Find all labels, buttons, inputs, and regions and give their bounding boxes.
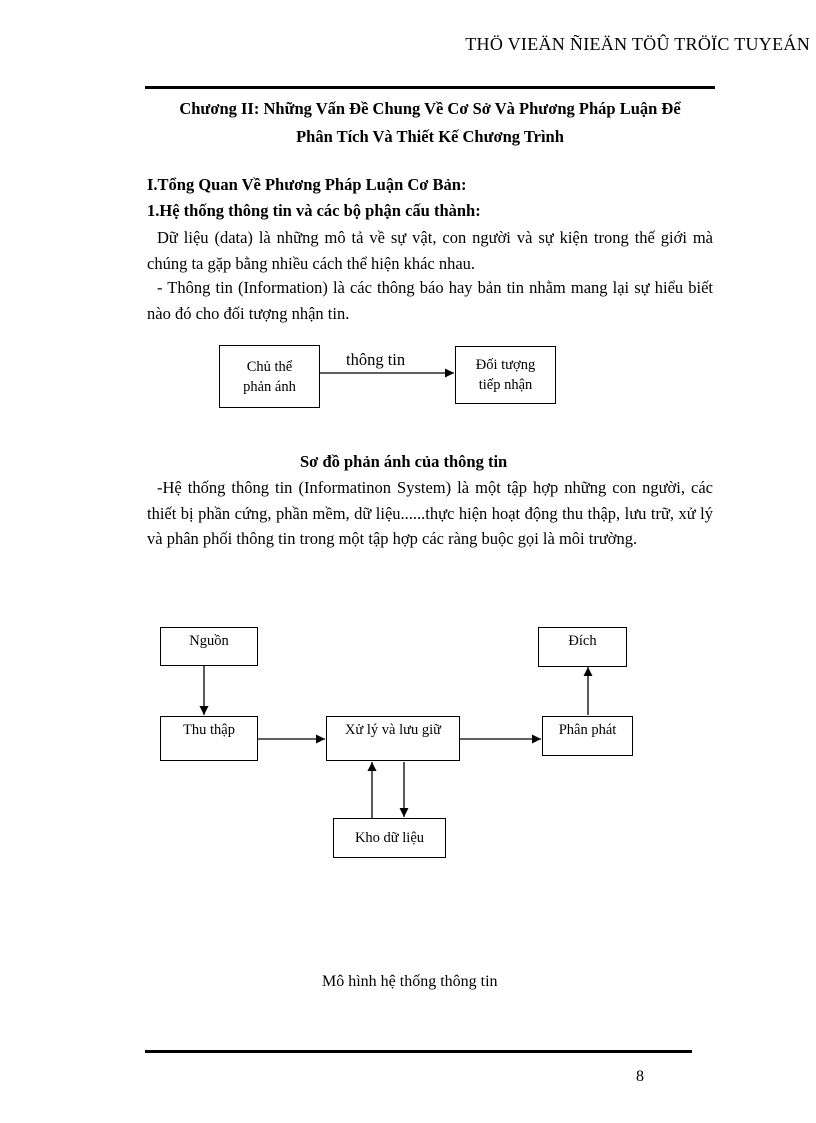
diagram2-collect-box: Thu thập [160,716,258,761]
header-rule [145,86,715,89]
diagram2-source-box: Nguồn [160,627,258,666]
paragraph-information-system-text: -Hệ thống thông tin (Informatinon System… [147,478,713,548]
diagram1-target-line-1: Đối tượng [475,357,536,373]
diagram2-distribute-label: Phân phát [558,722,617,738]
diagram2-distribute-box: Phân phát [542,716,633,756]
diagram1-source-line-2: phản ánh [243,378,296,395]
diagram2-source-label: Nguồn [189,633,229,649]
chapter-title: Chương II: Những Vấn Đề Chung Về Cơ Sở V… [145,95,715,151]
footer-rule [145,1050,692,1053]
diagram1-target-line-2: tiếp nhận [478,377,533,393]
diagram2-storage-label: Kho dữ liệu [354,830,425,846]
chapter-title-line-1: Chương II: Những Vấn Đề Chung Về Cơ Sở V… [179,99,681,118]
diagram2-storage-box: Kho dữ liệu [333,818,446,858]
diagram1-caption: Sơ đồ phản ánh của thông tin [300,452,508,471]
paragraph-data: Dữ liệu (data) là những mô tả về sự vật,… [147,225,713,276]
paragraph-information-text: - Thông tin (Information) là các thông b… [147,278,713,323]
paragraph-information: - Thông tin (Information) là các thông b… [147,275,713,326]
diagram2-caption: Mô hình hệ thống thông tin [322,973,498,990]
diagram1-edge-label: thông tin [346,350,406,369]
page-number: 8 [636,1068,644,1085]
diagram2-destination-label: Đích [568,633,597,649]
chapter-title-line-2: Phân Tích Và Thiết Kế Chương Trình [296,127,564,146]
diagram1-source-box: Chủ thể phản ánh [219,345,320,408]
diagram2-process-label: Xử lý và lưu giữ [344,722,442,738]
diagram1-target-box: Đối tượng tiếp nhận [455,346,556,404]
site-header: THÖ VIEÄN ÑIEÄN TÖÛ TRÖÏC TUYEÁN [465,34,810,54]
diagram2-destination-box: Đích [538,627,627,667]
paragraph-data-text: Dữ liệu (data) là những mô tả về sự vật,… [147,228,713,273]
diagram2-process-box: Xử lý và lưu giữ [326,716,460,761]
section-heading: I.Tổng Quan Về Phương Pháp Luận Cơ Bản: [147,175,467,194]
diagram2-collect-label: Thu thập [183,722,235,738]
paragraph-information-system: -Hệ thống thông tin (Informatinon System… [147,475,713,552]
diagram1-source-line-1: Chủ thể [246,358,293,375]
subsection-heading: 1.Hệ thống thông tin và các bộ phận cấu … [147,201,481,220]
